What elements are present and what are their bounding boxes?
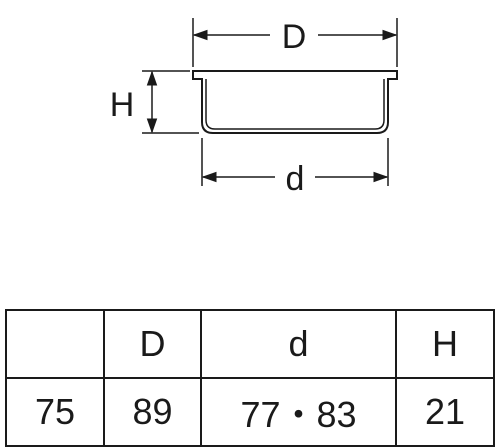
d-label: d xyxy=(286,160,305,198)
table-header-cell: H xyxy=(395,309,495,379)
table-cell: 77・83 xyxy=(200,377,397,447)
H-label: H xyxy=(110,86,135,124)
D-label: D xyxy=(282,18,307,56)
table-cell: 21 xyxy=(395,377,495,447)
vessel-outline xyxy=(192,70,398,134)
dimension-drawing: D H d xyxy=(110,18,398,198)
table-cell: 75 xyxy=(5,377,105,447)
spec-table: D d H 75 89 77・83 21 xyxy=(5,309,495,447)
table-cell: 89 xyxy=(103,377,202,447)
table-header-cell: d xyxy=(200,309,397,379)
table-row: 75 89 77・83 21 xyxy=(5,377,495,447)
vessel-inner-wall xyxy=(205,79,385,130)
table-header-row: D d H xyxy=(5,309,495,379)
table-header-cell: D xyxy=(103,309,202,379)
table-header-cell xyxy=(5,309,105,379)
